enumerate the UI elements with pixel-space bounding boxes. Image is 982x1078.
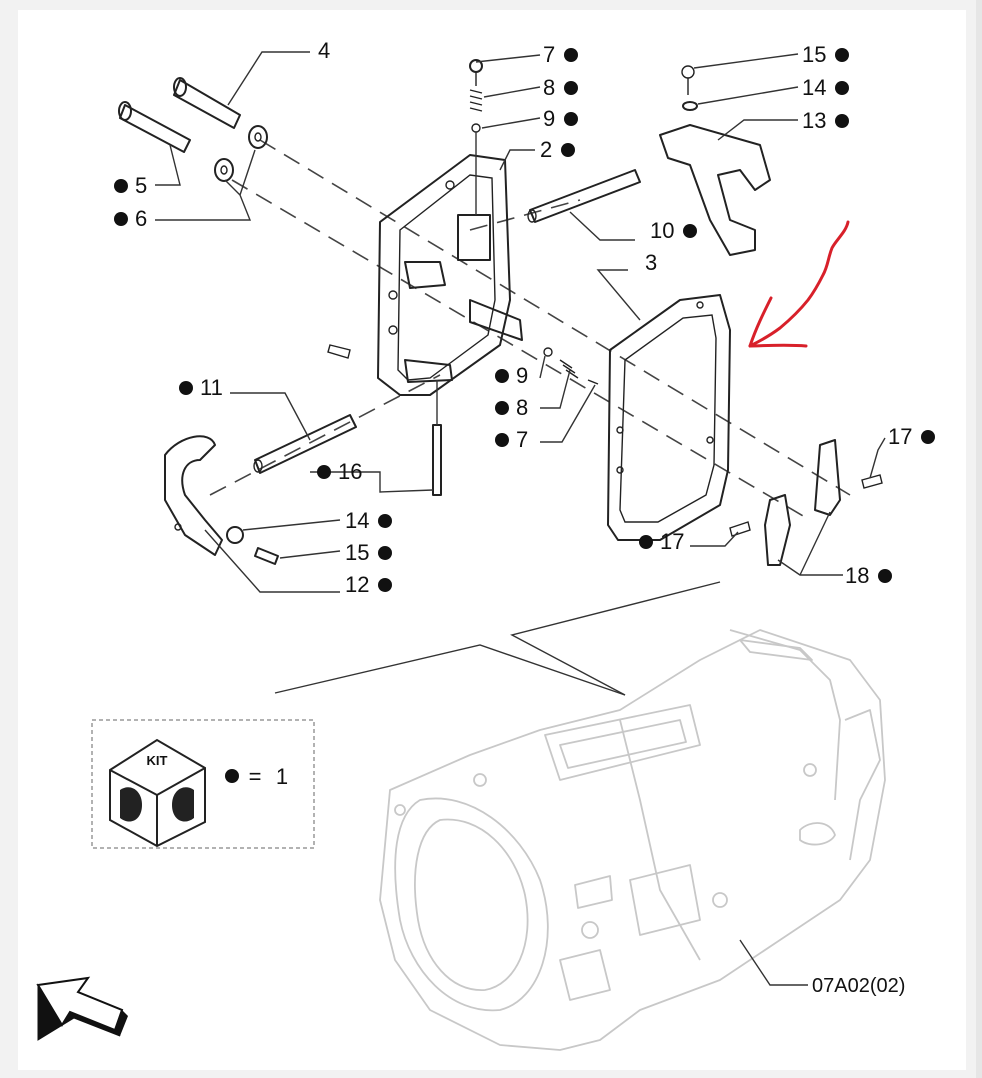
part-label-2: 2 [540, 137, 552, 162]
kit-quantity-value: 1 [276, 764, 288, 789]
kit-bullet-icon [835, 114, 849, 128]
detent-set-top [469, 59, 483, 215]
callout-line-right [510, 581, 721, 696]
part-label-7: 7 [543, 42, 555, 67]
kit-legend: KIT = 1 [91, 719, 315, 849]
assembly-axes [209, 139, 851, 521]
part-label-9: 9 [516, 363, 528, 388]
rod-16 [432, 380, 442, 496]
part-label-15: 15 [802, 42, 826, 67]
levers-18 [729, 439, 883, 566]
part-label-17: 17 [660, 529, 684, 554]
kit-equals-sign: = [249, 764, 262, 789]
part-label-13: 13 [802, 108, 826, 133]
kit-bullet-icon [114, 212, 128, 226]
part-label-7: 7 [516, 427, 528, 452]
kit-bullet-icon [564, 81, 578, 95]
kit-bullet-icon [564, 112, 578, 126]
part-label-15: 15 [345, 540, 369, 565]
drawing-code: 07A02(02) [812, 975, 905, 997]
part-labels: 4 7 8 9 2 15 14 13 5 6 10 3 11 9 8 7 16 17 14 15 12 17 18 [114, 38, 935, 597]
part-label-17: 17 [888, 424, 912, 449]
scrollbar[interactable] [976, 0, 982, 1078]
kit-bullet-icon [561, 143, 575, 157]
part-label-14: 14 [802, 75, 826, 100]
transmission-housing-ghost [379, 629, 886, 1051]
part-label-10: 10 [650, 218, 674, 243]
rod-10 [527, 169, 641, 223]
red-annotation-arrow-icon [748, 220, 850, 348]
kit-bullet-icon [835, 81, 849, 95]
part-label-14: 14 [345, 508, 369, 533]
detent-set-lower [327, 344, 599, 385]
shift-fork-12 [164, 435, 279, 565]
part-label-8: 8 [543, 75, 555, 100]
part-label-8: 8 [516, 395, 528, 420]
part-label-16: 16 [338, 459, 362, 484]
kit-bullet-icon [225, 769, 239, 783]
washers-6 [214, 125, 268, 182]
kit-bullet-icon [921, 430, 935, 444]
part-label-6: 6 [135, 206, 147, 231]
part-label-4: 4 [318, 38, 330, 63]
part-label-18: 18 [845, 563, 869, 588]
kit-bullet-icon [114, 179, 128, 193]
shift-fork-13 [659, 65, 771, 256]
kit-bullet-icon [495, 433, 509, 447]
kit-bullet-icon [639, 535, 653, 549]
back-arrow-icon[interactable] [36, 976, 128, 1041]
kit-bullet-icon [564, 48, 578, 62]
kit-bullet-icon [495, 369, 509, 383]
kit-bullet-icon [378, 514, 392, 528]
leader-lines [155, 51, 886, 986]
kit-bullet-icon [495, 401, 509, 415]
cover-plate-2 [377, 154, 523, 396]
kit-bullet-icon [835, 48, 849, 62]
kit-box-icon: KIT [109, 738, 206, 848]
kit-text: KIT [147, 753, 168, 768]
part-label-5: 5 [135, 173, 147, 198]
pin-4 [173, 77, 241, 129]
kit-bullet-icon [683, 224, 697, 238]
part-label-11: 11 [200, 375, 223, 400]
gasket-3 [607, 294, 731, 541]
callout-line-left [274, 644, 626, 696]
kit-bullet-icon [378, 546, 392, 560]
rod-11 [253, 414, 357, 474]
kit-bullet-icon [878, 569, 892, 583]
kit-bullet-icon [317, 465, 331, 479]
part-label-3: 3 [645, 250, 657, 275]
kit-bullet-icon [179, 381, 193, 395]
pin-5 [118, 101, 191, 153]
part-label-9: 9 [543, 106, 555, 131]
part-label-12: 12 [345, 572, 369, 597]
kit-bullet-icon [378, 578, 392, 592]
